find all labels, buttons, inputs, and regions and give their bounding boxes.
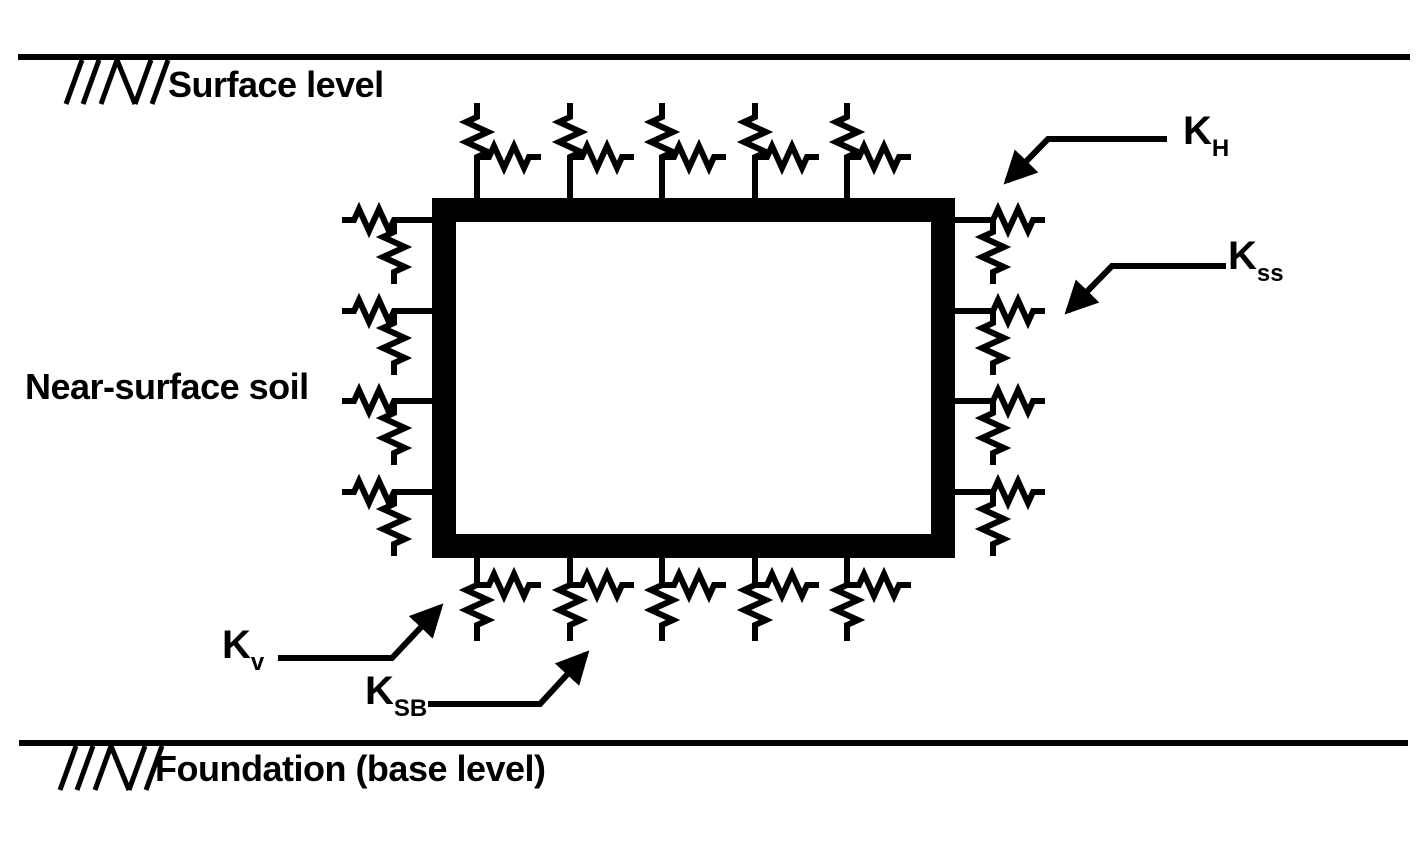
spring-icon: [342, 292, 432, 330]
spring-icon: [643, 103, 681, 198]
kh-label-base: K: [1183, 109, 1212, 153]
spring-icon: [375, 220, 413, 284]
kv-label-base: K: [222, 623, 251, 667]
foundation-hatch-icon: [57, 745, 165, 791]
kss-label-sub: ss: [1256, 260, 1284, 287]
surface-hatch-icon: [63, 59, 171, 105]
top-spring-group: [458, 103, 911, 198]
kss-label-base: K: [1228, 234, 1257, 278]
surface-level-label: Surface level: [168, 64, 384, 105]
ksb-label: KSB: [365, 669, 427, 721]
structure-box: [432, 198, 955, 558]
kss-label: Kss: [1228, 234, 1284, 286]
spring-icon: [570, 138, 634, 176]
spring-icon: [375, 401, 413, 465]
kss-arrow: [1064, 263, 1226, 315]
kh-arrow: [1003, 136, 1167, 185]
bottom-spring-group: [458, 558, 911, 641]
spring-icon: [955, 292, 1045, 330]
spring-icon: [755, 566, 819, 604]
spring-icon: [342, 382, 432, 420]
spring-icon: [662, 566, 726, 604]
spring-icon: [828, 103, 866, 198]
spring-icon: [551, 558, 589, 641]
kv-label: Kv: [222, 623, 264, 675]
right-spring-group: [955, 201, 1045, 556]
spring-icon: [955, 473, 1045, 511]
foundation-label: Foundation (base level): [155, 748, 546, 789]
spring-icon: [847, 138, 911, 176]
kh-label: KH: [1183, 109, 1229, 161]
spring-icon: [458, 103, 496, 198]
spring-icon: [551, 103, 589, 198]
left-spring-group: [342, 201, 432, 556]
kh-label-sub: H: [1211, 135, 1230, 162]
kv-label-sub: v: [250, 649, 265, 676]
spring-icon: [736, 103, 774, 198]
spring-icon: [458, 558, 496, 641]
spring-icon: [477, 138, 541, 176]
spring-icon: [828, 558, 866, 641]
spring-icon: [342, 201, 432, 239]
kv-arrow: [278, 603, 444, 661]
ksb-label-sub: SB: [393, 695, 428, 722]
spring-icon: [736, 558, 774, 641]
spring-icon: [375, 492, 413, 556]
spring-icon: [662, 138, 726, 176]
spring-icon: [570, 566, 634, 604]
spring-icon: [974, 401, 1012, 465]
ksb-arrow: [428, 650, 590, 707]
spring-icon: [955, 201, 1045, 239]
spring-icon: [974, 492, 1012, 556]
spring-icon: [643, 558, 681, 641]
spring-icon: [342, 473, 432, 511]
spring-icon: [755, 138, 819, 176]
ksb-label-base: K: [365, 669, 394, 713]
spring-icon: [955, 382, 1045, 420]
spring-icon: [375, 311, 413, 375]
spring-icon: [477, 566, 541, 604]
spring-icon: [974, 220, 1012, 284]
near-surface-soil-label: Near-surface soil: [25, 366, 309, 407]
spring-icon: [974, 311, 1012, 375]
spring-icon: [847, 566, 911, 604]
